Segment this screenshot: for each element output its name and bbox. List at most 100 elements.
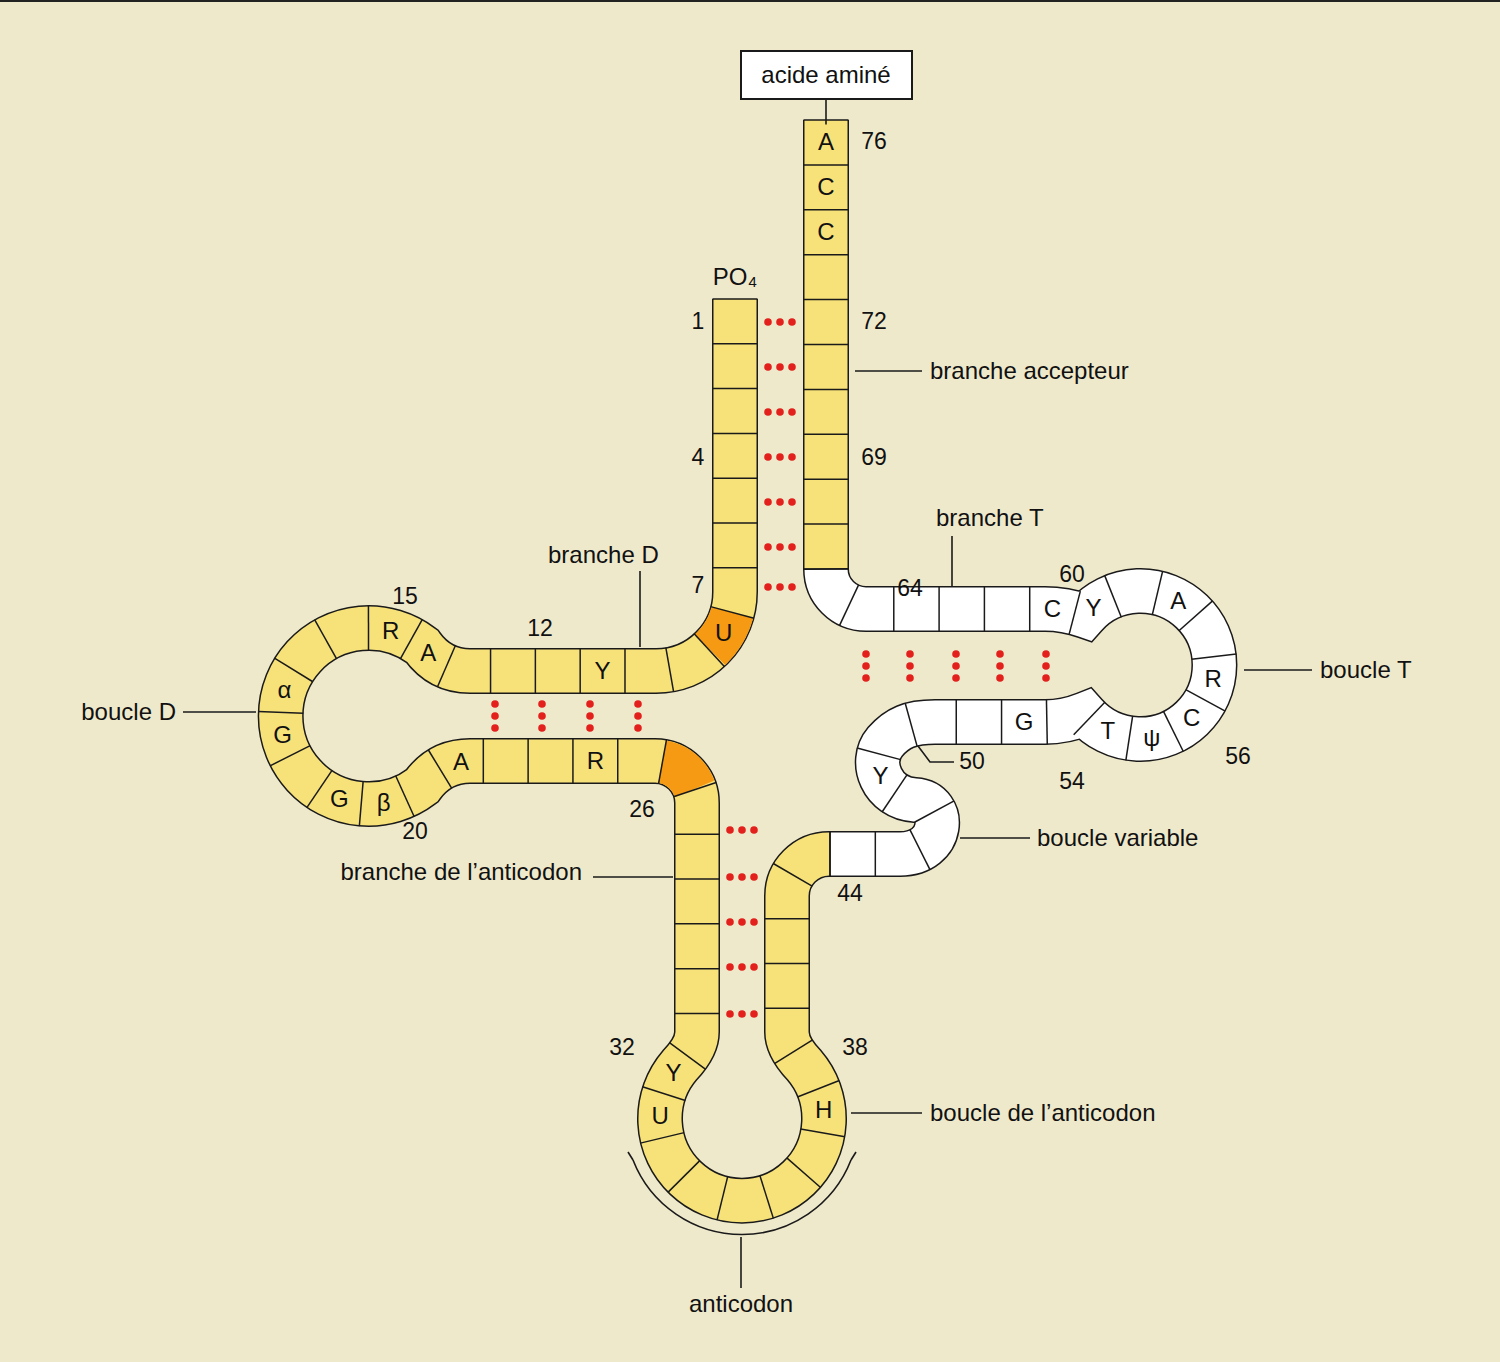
cell-divider xyxy=(804,434,849,436)
cell-divider xyxy=(572,739,574,784)
base-pair-dot xyxy=(764,583,772,591)
nucleotide-cell: ψ xyxy=(1134,720,1170,756)
cell-divider xyxy=(938,587,940,632)
base-pair-dot xyxy=(776,318,784,326)
base-pair-dot xyxy=(764,498,772,506)
base-pair-dot xyxy=(952,662,960,670)
cell-divider xyxy=(359,781,363,826)
position-number: 15 xyxy=(392,584,418,609)
leader-line xyxy=(918,746,954,762)
base-pair-dot xyxy=(996,674,1004,682)
base-pair-dot xyxy=(788,543,796,551)
base-pair-dot xyxy=(788,408,796,416)
nucleotide-letter: U xyxy=(715,621,732,645)
nucleotide-cell: A xyxy=(1160,583,1196,619)
backbone-outline xyxy=(803,120,849,569)
cell-divider xyxy=(804,299,849,301)
cell-divider xyxy=(804,478,849,480)
cell-divider xyxy=(713,522,758,524)
base-pair-dot xyxy=(776,543,784,551)
backbone-outline xyxy=(281,120,1215,1201)
cell-divider xyxy=(437,646,455,687)
position-number: 64 xyxy=(897,576,923,601)
base-pair-dot xyxy=(776,453,784,461)
base-pair-dot xyxy=(764,363,772,371)
cell-divider xyxy=(400,619,422,658)
base-pair-dot xyxy=(952,650,960,658)
highlight-cell xyxy=(663,762,695,789)
cell-divider xyxy=(713,343,758,345)
base-pair-dot xyxy=(491,724,499,732)
nucleotide-letter: Y xyxy=(1086,596,1102,620)
cell-divider xyxy=(760,1175,773,1218)
position-number: 60 xyxy=(1059,562,1085,587)
box-text: acide aminé xyxy=(751,63,900,87)
nucleotide-cell: R xyxy=(373,613,409,649)
position-number: 12 xyxy=(527,616,553,641)
cell-divider xyxy=(315,620,337,659)
nucleotide-cell: H xyxy=(806,1092,842,1128)
cell-divider xyxy=(675,968,720,970)
base-pair-dot xyxy=(738,963,746,971)
nucleotide-letter: C xyxy=(1044,597,1061,621)
cell-divider xyxy=(910,830,930,870)
base-pair-dot xyxy=(764,318,772,326)
base-pair-dot xyxy=(538,712,546,720)
cell-divider xyxy=(829,832,831,877)
base-pair-dot xyxy=(634,724,642,732)
cell-divider xyxy=(804,389,849,391)
cell-divider xyxy=(765,1008,810,1010)
backbone-fill xyxy=(281,120,1215,1201)
base-pair-dot xyxy=(952,674,960,682)
base-pair-dot xyxy=(750,873,758,881)
nucleotide-letter: ψ xyxy=(1143,726,1160,750)
leader-line xyxy=(1244,669,1312,671)
cell-divider xyxy=(804,523,849,525)
leader-line xyxy=(639,571,641,647)
nucleotide-cell: C xyxy=(808,169,844,205)
bracket-tick xyxy=(628,1152,633,1160)
cell-divider xyxy=(765,918,810,920)
cell-divider xyxy=(490,649,492,694)
cell-divider xyxy=(624,649,626,694)
position-number: 72 xyxy=(861,309,887,334)
cell-divider xyxy=(711,607,754,619)
nucleotide-letter: A xyxy=(420,641,436,665)
cell-divider xyxy=(668,1161,700,1193)
base-pair-dot xyxy=(996,650,1004,658)
cell-divider xyxy=(804,164,849,166)
leader-line xyxy=(593,876,673,878)
nucleotide-letter: C xyxy=(817,175,834,199)
leader-lines xyxy=(183,371,1312,1288)
cell-divider xyxy=(787,1158,821,1188)
cell-divider xyxy=(1126,716,1133,760)
nucleotide-cell: G xyxy=(265,717,301,753)
cell-divider xyxy=(804,568,849,570)
nucleotide-letter: α xyxy=(278,678,292,702)
nucleotide-letter: G xyxy=(330,787,349,811)
leader-line xyxy=(183,711,256,713)
position-number: 4 xyxy=(692,445,705,470)
nucleotide-cell: Y xyxy=(585,653,621,689)
cell-divider xyxy=(774,1040,812,1064)
base-pair-dot xyxy=(738,918,746,926)
base-pair-dot xyxy=(726,826,734,834)
cell-divider xyxy=(1046,699,1048,744)
part-label: branche T xyxy=(936,505,1044,531)
position-number: 38 xyxy=(842,1035,868,1060)
cell-divider xyxy=(905,703,917,746)
cell-divider xyxy=(535,649,537,694)
cell-divider xyxy=(717,1176,728,1220)
base-pair-dot xyxy=(996,662,1004,670)
cell-divider xyxy=(713,477,758,479)
nucleotide-letter: U xyxy=(651,1104,668,1128)
nucleotide-cell: Y xyxy=(656,1055,692,1091)
cell-divider xyxy=(804,568,849,570)
position-number: 50 xyxy=(959,749,985,774)
position-number: 1 xyxy=(692,309,705,334)
part-label: PO₄ xyxy=(713,264,757,290)
base-pair-dot xyxy=(906,650,914,658)
base-pair-dot xyxy=(776,498,784,506)
base-pair-dot xyxy=(764,453,772,461)
cell-divider xyxy=(1001,700,1003,745)
